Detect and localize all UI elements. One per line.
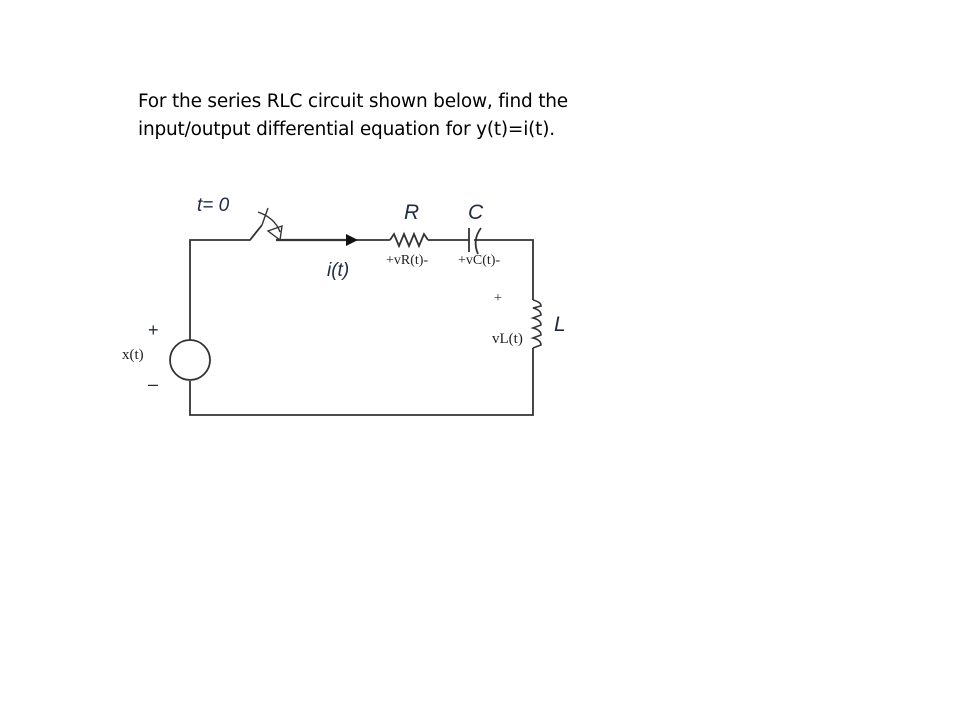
- source-plus: +: [148, 320, 159, 340]
- question-line-1: For the series RLC circuit shown below, …: [138, 91, 568, 112]
- switch-blade: [261, 207, 269, 226]
- switch-label: t= 0: [197, 195, 230, 216]
- resistor-label: R: [404, 201, 419, 224]
- wire-left-bottom: [189, 348, 534, 416]
- vl-label: vL(t): [492, 331, 523, 347]
- vc-label: +vC(t)-: [458, 253, 500, 268]
- question-text: For the series RLC circuit shown below, …: [138, 88, 568, 144]
- resistor-zigzag: [389, 231, 429, 249]
- source-label: x(t): [122, 347, 144, 363]
- voltage-source-circle: [169, 339, 211, 381]
- question-line-2: input/output differential equation for y…: [138, 119, 555, 140]
- vl-plus: +: [494, 291, 502, 306]
- inductor-coil: [530, 299, 542, 349]
- switch-arc: [257, 211, 281, 233]
- current-label: i(t): [327, 260, 349, 281]
- wire-left-top: [189, 224, 263, 340]
- capacitor-label: C: [468, 201, 484, 224]
- source-minus: –: [148, 374, 158, 394]
- inductor-label: L: [554, 313, 566, 336]
- switch-pivot-icon: [266, 224, 283, 242]
- current-arrow-icon: [346, 234, 358, 246]
- capacitor-plate-curved: [474, 227, 482, 255]
- wire-c-right: [474, 239, 534, 300]
- vr-label: +vR(t)-: [386, 253, 428, 268]
